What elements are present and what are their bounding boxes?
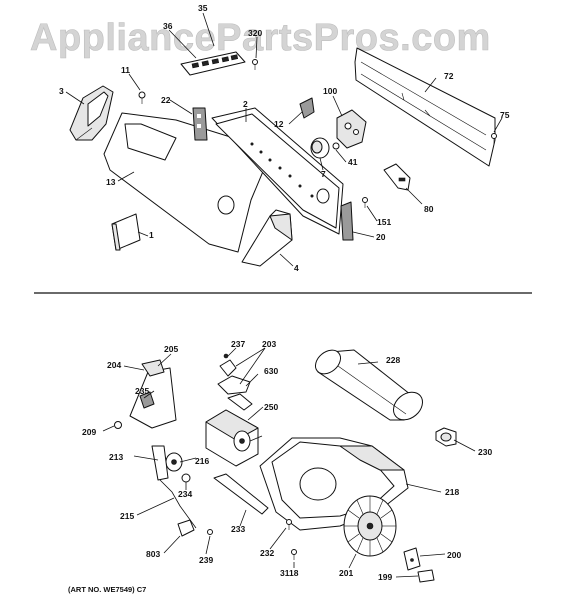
callout-250: 250 bbox=[264, 402, 278, 412]
callout-100: 100 bbox=[323, 86, 337, 96]
left-endcap-part bbox=[69, 85, 114, 141]
motor-clamp-part bbox=[217, 353, 253, 411]
screw-320-part bbox=[252, 59, 258, 70]
callout-239: 239 bbox=[199, 555, 213, 565]
screw-151-part bbox=[362, 197, 368, 208]
callout-215: 215 bbox=[120, 511, 134, 521]
switch-803-part bbox=[177, 519, 213, 537]
control-panel-assembly: 35 36 320 72 11 3 22 2 100 12 75 41 7 13… bbox=[59, 3, 510, 273]
button-pad-part bbox=[180, 51, 246, 76]
screw-11-part bbox=[138, 91, 146, 104]
control-knob-part bbox=[310, 137, 340, 159]
callout-201: 201 bbox=[339, 568, 353, 578]
callout-320: 320 bbox=[248, 28, 262, 38]
callout-75: 75 bbox=[500, 110, 510, 120]
upper-leader-lines bbox=[65, 12, 503, 267]
callout-12: 12 bbox=[274, 119, 284, 129]
drive-motor-part bbox=[205, 409, 263, 467]
callout-20: 20 bbox=[376, 232, 386, 242]
blower-wheel-part bbox=[343, 495, 397, 557]
callout-41: 41 bbox=[348, 157, 358, 167]
drive-assembly: 205 204 237 203 630 228 235 250 209 230 … bbox=[82, 339, 492, 583]
callout-3: 3 bbox=[59, 86, 64, 96]
callout-218: 218 bbox=[445, 487, 459, 497]
manual-part bbox=[111, 213, 141, 251]
thermostat-200-part bbox=[403, 547, 435, 583]
nut-209-part bbox=[114, 421, 122, 429]
motor-bracket-part bbox=[129, 359, 177, 429]
callout-36: 36 bbox=[163, 21, 173, 31]
callout-13: 13 bbox=[106, 177, 116, 187]
bracket-22-part bbox=[192, 107, 208, 141]
callout-234: 234 bbox=[178, 489, 192, 499]
callout-4: 4 bbox=[294, 263, 299, 273]
callout-151: 151 bbox=[377, 217, 391, 227]
control-facia-part bbox=[103, 112, 273, 253]
screw-75-part bbox=[491, 133, 497, 144]
callout-2: 2 bbox=[243, 99, 248, 109]
bracket-12-part bbox=[299, 97, 315, 119]
callout-7: 7 bbox=[321, 169, 326, 179]
callout-213: 213 bbox=[109, 452, 123, 462]
callout-3118: 3118 bbox=[280, 568, 299, 578]
art-number-caption: (ART NO. WE7549) C7 bbox=[68, 585, 146, 594]
rear-panel-part bbox=[354, 47, 496, 167]
callout-22: 22 bbox=[161, 95, 171, 105]
callout-72: 72 bbox=[444, 71, 454, 81]
callout-203: 203 bbox=[262, 339, 276, 349]
callout-235: 235 bbox=[135, 386, 149, 396]
clip-235-part bbox=[139, 391, 155, 409]
lower-leader-lines bbox=[102, 347, 476, 578]
callout-232: 232 bbox=[260, 548, 274, 558]
bearing-230-part bbox=[435, 427, 457, 447]
callout-80: 80 bbox=[424, 204, 434, 214]
screw-3118-part bbox=[291, 549, 297, 560]
callout-209: 209 bbox=[82, 427, 96, 437]
bracket-20-part bbox=[340, 201, 354, 241]
callout-1: 1 bbox=[149, 230, 154, 240]
callout-204: 204 bbox=[107, 360, 121, 370]
callout-237: 237 bbox=[231, 339, 245, 349]
right-endcap-part bbox=[241, 209, 293, 267]
callout-230: 230 bbox=[478, 447, 492, 457]
callout-216: 216 bbox=[195, 456, 209, 466]
callout-228: 228 bbox=[386, 355, 400, 365]
support-rod-part bbox=[213, 473, 269, 515]
callout-630: 630 bbox=[264, 366, 278, 376]
upper-callout-labels: 35 36 320 72 11 3 22 2 100 12 75 41 7 13… bbox=[59, 3, 510, 273]
bracket-80-part bbox=[383, 163, 411, 191]
callout-11: 11 bbox=[121, 65, 130, 75]
callout-233: 233 bbox=[231, 524, 245, 534]
callout-803: 803 bbox=[146, 549, 160, 559]
lower-callout-labels: 205 204 237 203 630 228 235 250 209 230 … bbox=[82, 339, 492, 582]
screw-232-part bbox=[286, 519, 292, 530]
blower-housing-part bbox=[259, 437, 409, 531]
callout-35: 35 bbox=[198, 3, 208, 13]
idler-assembly-part bbox=[151, 445, 197, 529]
callout-205: 205 bbox=[164, 344, 178, 354]
switch-100-part bbox=[336, 109, 367, 149]
callout-200: 200 bbox=[447, 550, 461, 560]
drum-part bbox=[314, 349, 423, 421]
watermark-text: AppliancePartsPros.com bbox=[30, 17, 491, 59]
callout-199: 199 bbox=[378, 572, 392, 582]
